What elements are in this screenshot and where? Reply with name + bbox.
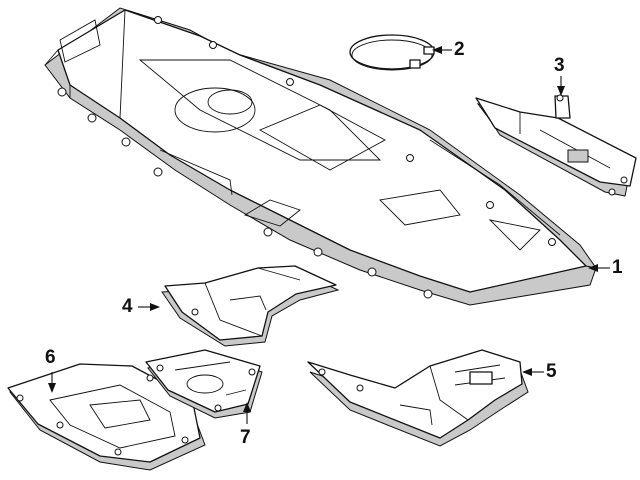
leader-7 — [243, 402, 251, 424]
callout-6: 6 — [45, 347, 56, 368]
leader-3 — [557, 76, 565, 96]
part-2-clamp-ring — [349, 34, 435, 71]
part-3-bracket — [475, 94, 637, 197]
part-4-deflector — [161, 265, 340, 347]
leader-1 — [588, 264, 610, 272]
part-6-underbody-panel — [7, 363, 206, 471]
callout-3: 3 — [554, 55, 565, 76]
callout-1: 1 — [612, 257, 623, 278]
part-1-under-cover — [44, 7, 597, 306]
part-5-side-cover — [307, 349, 529, 447]
callout-4: 4 — [122, 296, 133, 317]
leader-5 — [522, 368, 544, 376]
leader-6 — [48, 372, 56, 393]
callout-7: 7 — [240, 427, 251, 448]
leader-4 — [138, 303, 160, 311]
leader-2 — [432, 46, 452, 54]
callout-2: 2 — [454, 39, 465, 60]
callout-5: 5 — [546, 361, 557, 382]
part-7-plate — [145, 349, 263, 419]
